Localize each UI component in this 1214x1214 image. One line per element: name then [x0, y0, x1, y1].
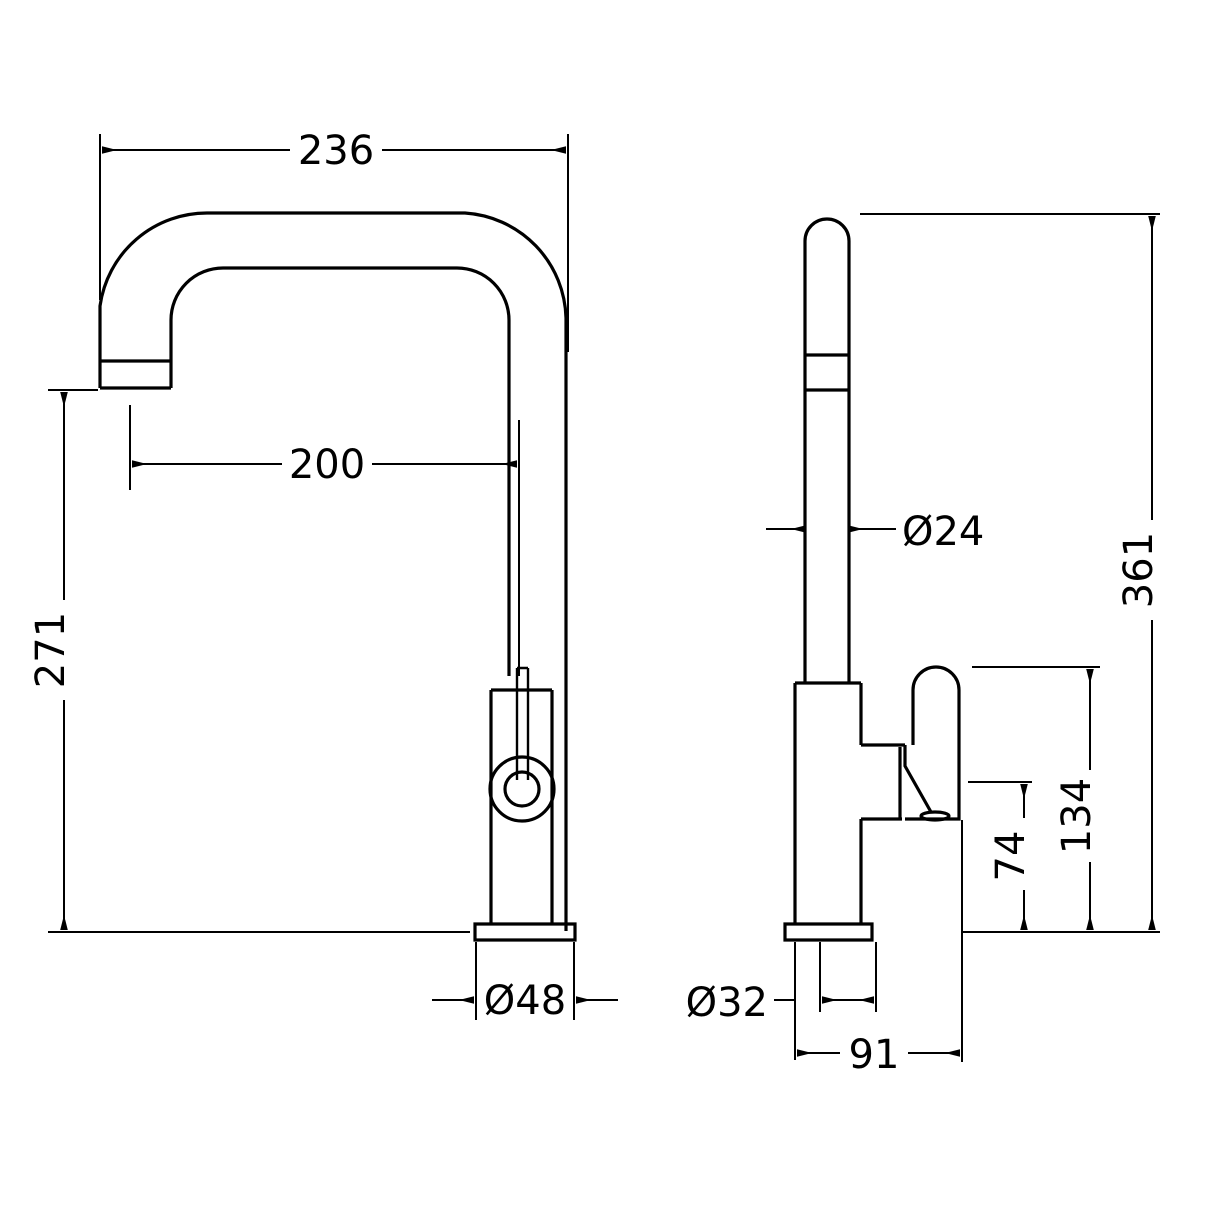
dimension-32: Ø32 [686, 942, 877, 1060]
side-view-geometry [783, 217, 961, 942]
handle-body-block [489, 688, 554, 924]
dim-label-91: 91 [849, 1032, 900, 1078]
side-lever-wedge [898, 745, 933, 818]
dim-label-48: Ø48 [484, 978, 566, 1024]
dimension-361: 361 [860, 213, 1162, 933]
dimension-24: Ø24 [766, 509, 984, 555]
dim-label-271: 271 [28, 612, 74, 688]
side-body-column [793, 681, 863, 924]
dimension-91: 91 [797, 820, 963, 1078]
side-handle-neck [861, 743, 905, 821]
dimension-271: 271 [28, 389, 470, 933]
spout-inner-profile [169, 266, 511, 676]
lever-ring-outer [488, 755, 556, 823]
dim-label-361: 361 [1116, 532, 1162, 608]
dimension-74: 74 [968, 781, 1034, 930]
handle-pivot-cap [919, 810, 951, 822]
dimension-236: 236 [99, 128, 569, 352]
side-spout-column [803, 217, 851, 683]
side-base-flange-plate [783, 922, 874, 942]
dim-label-134: 134 [1054, 778, 1100, 854]
dim-label-236: 236 [298, 128, 374, 174]
base-flange-plate [473, 922, 577, 942]
dimension-200: 200 [129, 405, 520, 676]
spout-outer-profile [98, 211, 568, 931]
lever-ring-inner [503, 770, 541, 808]
dim-label-74: 74 [988, 831, 1034, 882]
dim-label-24: Ø24 [902, 509, 984, 555]
lever-stem [515, 666, 530, 780]
dim-label-32: Ø32 [686, 980, 768, 1026]
front-view-geometry [98, 211, 577, 942]
dim-label-200: 200 [289, 442, 365, 488]
side-handle-lever [905, 665, 961, 821]
dimension-134: 134 [972, 666, 1100, 930]
dimension-48: Ø48 [432, 942, 618, 1024]
